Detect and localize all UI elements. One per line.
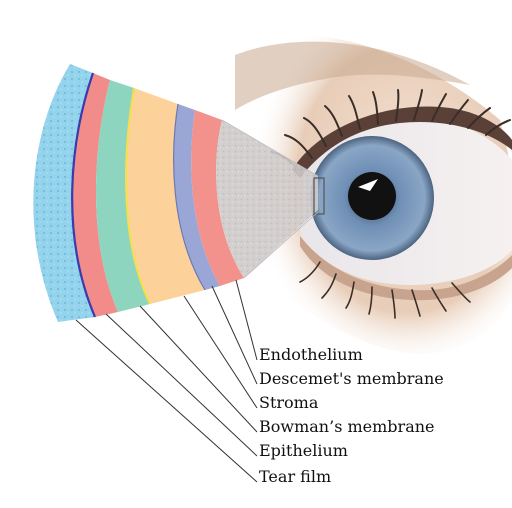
leader-bowmans	[140, 306, 257, 432]
label-tear-film: Tear film	[259, 467, 331, 486]
pupil	[348, 172, 396, 220]
leader-tear-film	[76, 320, 257, 482]
label-epithelium: Epithelium	[259, 441, 348, 460]
label-endothelium: Endothelium	[259, 345, 363, 364]
label-bowmans-membrane: Bowman’s membrane	[259, 417, 435, 436]
layer-labels: Endothelium Descemet's membrane Stroma B…	[259, 345, 444, 486]
leader-endothelium	[236, 280, 257, 360]
leader-stroma	[184, 296, 257, 408]
label-descemets-membrane: Descemet's membrane	[259, 369, 444, 388]
label-stroma: Stroma	[259, 393, 319, 412]
